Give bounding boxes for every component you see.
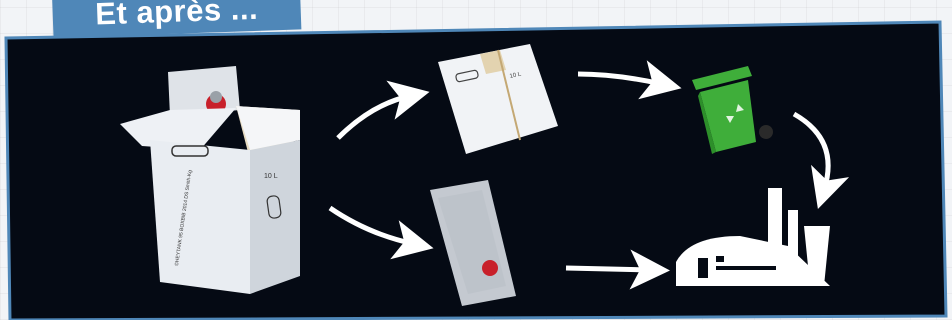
straight-arrow-icon (566, 268, 650, 270)
page-title: Et après ... (95, 0, 259, 32)
box-side-label: 10 L (264, 173, 278, 180)
